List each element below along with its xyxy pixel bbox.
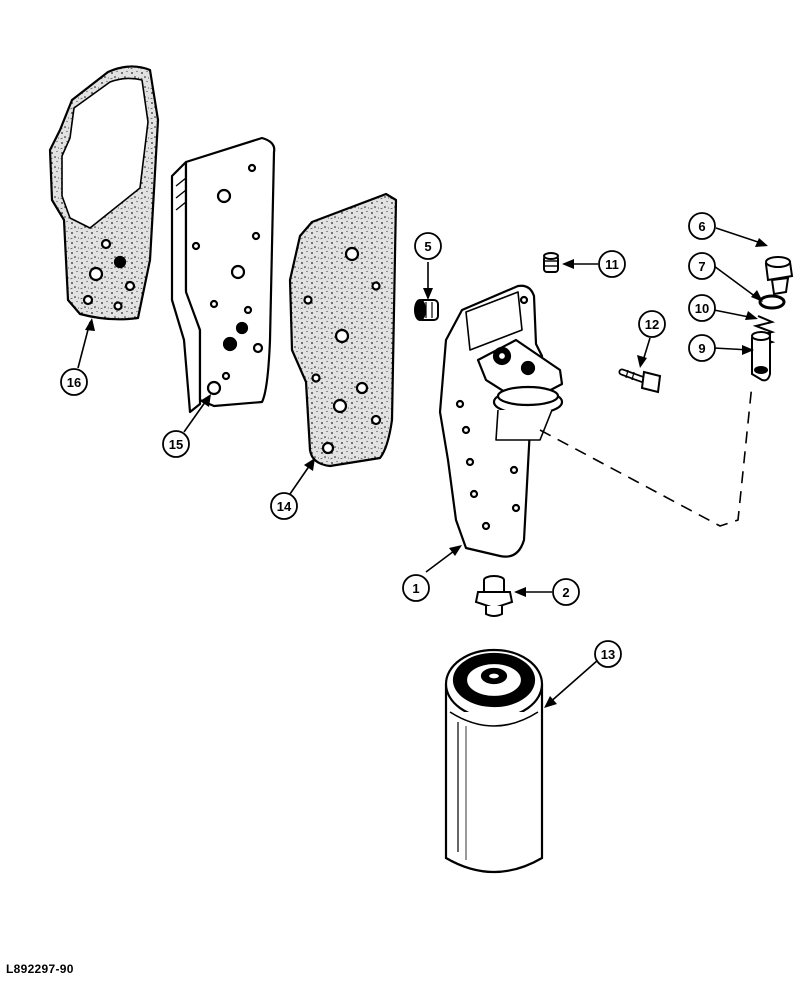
callout-9: 9	[688, 334, 716, 362]
plug-part-5	[414, 299, 439, 321]
gasket-part-16	[48, 65, 160, 321]
callout-15: 15	[162, 430, 190, 458]
leader-arrowheads	[85, 238, 768, 708]
callout-5: 5	[414, 232, 442, 260]
gasket-part-14	[288, 192, 398, 468]
callout-13-label: 13	[601, 647, 615, 662]
callout-10-label: 10	[695, 301, 709, 316]
callout-11-label: 11	[605, 257, 619, 272]
relief-valve-plunger-part-9	[751, 331, 771, 382]
set-screw-part-11	[543, 252, 559, 273]
leader-7	[713, 265, 761, 301]
leader-6	[715, 227, 765, 245]
callout-15-label: 15	[169, 437, 183, 452]
oil-filter-part-13	[444, 648, 544, 873]
bolt-part-12	[618, 368, 662, 394]
callout-1-label: 1	[412, 581, 419, 596]
fitting-part-2	[474, 575, 514, 617]
leader-13	[547, 659, 599, 705]
callout-14: 14	[270, 492, 298, 520]
callout-11: 11	[598, 250, 626, 278]
callout-14-label: 14	[277, 499, 292, 514]
dashed-valve-path	[539, 383, 753, 527]
callout-7-label: 7	[698, 259, 705, 274]
callout-6: 6	[688, 212, 716, 240]
oil-cooler-housing-part-1	[438, 284, 564, 558]
callout-2: 2	[552, 578, 580, 606]
relief-valve-plug-part-6	[764, 256, 794, 296]
figure-id-caption: L892297-90	[6, 962, 74, 976]
callout-5-label: 5	[424, 239, 431, 254]
callout-2-label: 2	[562, 585, 569, 600]
callout-16: 16	[60, 368, 88, 396]
callout-16-label: 16	[67, 375, 81, 390]
callout-9-label: 9	[698, 341, 705, 356]
callout-6-label: 6	[698, 219, 705, 234]
callout-12: 12	[638, 310, 666, 338]
callout-12-label: 12	[645, 317, 659, 332]
callout-7: 7	[688, 252, 716, 280]
o-ring-part-7	[758, 294, 786, 310]
callout-10: 10	[688, 294, 716, 322]
callout-13: 13	[594, 640, 622, 668]
callout-1: 1	[402, 574, 430, 602]
oil-cooler-element-part-15	[170, 136, 276, 414]
